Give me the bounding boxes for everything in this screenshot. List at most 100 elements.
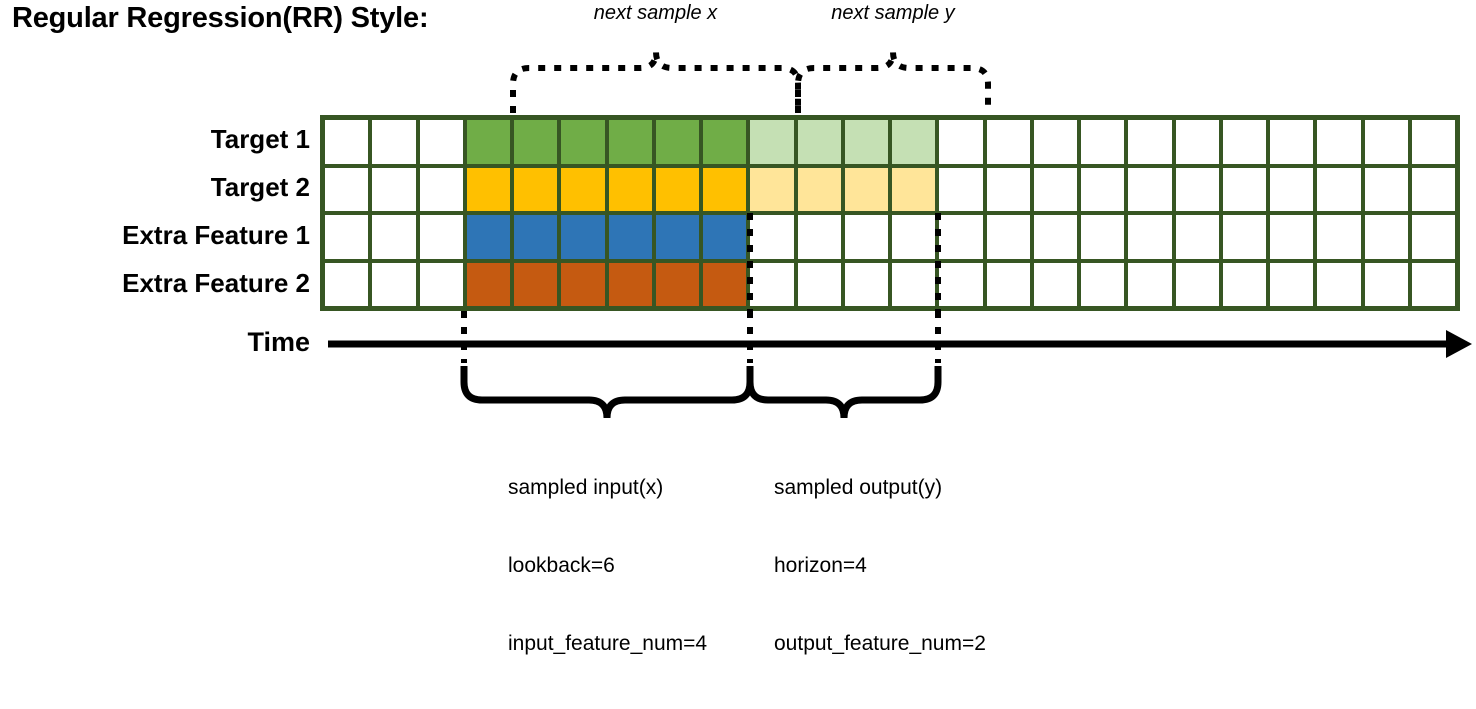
grid-cell bbox=[797, 167, 841, 211]
grid-cell bbox=[655, 167, 699, 211]
grid-cell bbox=[608, 167, 652, 211]
grid-cell bbox=[892, 167, 936, 211]
grid-cell bbox=[372, 215, 416, 259]
grid-cell bbox=[1081, 215, 1125, 259]
caption-input-line-1: sampled input(x) bbox=[508, 476, 664, 499]
grid-cell bbox=[1364, 262, 1408, 306]
caption-input-line-2: lookback=6 bbox=[508, 554, 615, 577]
grid-cell bbox=[1317, 167, 1361, 211]
grid-cell bbox=[561, 215, 605, 259]
grid-cell bbox=[986, 215, 1030, 259]
caption-output-line-1: sampled output(y) bbox=[774, 476, 943, 499]
grid-cell bbox=[986, 167, 1030, 211]
grid-cell bbox=[561, 262, 605, 306]
grid-cell bbox=[1317, 120, 1361, 164]
grid-cell bbox=[514, 262, 558, 306]
grid-cell bbox=[1175, 120, 1219, 164]
grid-cell bbox=[325, 120, 369, 164]
grid-cell bbox=[608, 120, 652, 164]
grid-cell bbox=[655, 262, 699, 306]
grid-cell bbox=[1081, 262, 1125, 306]
grid-cell bbox=[703, 215, 747, 259]
caption-output-line-2: horizon=4 bbox=[774, 554, 867, 577]
grid-cell bbox=[372, 167, 416, 211]
grid-cell bbox=[939, 262, 983, 306]
grid-cell bbox=[1270, 262, 1314, 306]
grid-cell bbox=[1364, 215, 1408, 259]
row-label-target-2: Target 2 bbox=[210, 172, 310, 202]
grid-cell bbox=[750, 167, 794, 211]
grid-row bbox=[325, 167, 1455, 211]
grid-row bbox=[325, 215, 1455, 259]
row-label-target-1: Target 1 bbox=[210, 124, 310, 154]
caption-sampled-output: sampled output(y) horizon=4 output_featu… bbox=[774, 423, 986, 709]
grid-cell bbox=[1222, 120, 1266, 164]
grid-cell bbox=[892, 120, 936, 164]
grid-cell bbox=[703, 167, 747, 211]
caption-output-line-3: output_feature_num=2 bbox=[774, 632, 986, 655]
grid-cell bbox=[797, 215, 841, 259]
caption-sampled-input: sampled input(x) lookback=6 input_featur… bbox=[508, 423, 707, 709]
grid-cell bbox=[750, 262, 794, 306]
grid-cell bbox=[1175, 215, 1219, 259]
next-sample-y-label: next sample y bbox=[831, 2, 955, 24]
grid-cell bbox=[325, 215, 369, 259]
grid-cell bbox=[703, 262, 747, 306]
grid-cell bbox=[1270, 167, 1314, 211]
grid-cell bbox=[655, 120, 699, 164]
brace-sampled-input bbox=[460, 366, 754, 419]
grid-cell bbox=[372, 120, 416, 164]
grid-cell bbox=[325, 262, 369, 306]
grid-cell bbox=[561, 120, 605, 164]
grid-cell bbox=[1222, 215, 1266, 259]
grid-cell bbox=[939, 215, 983, 259]
grid-cell bbox=[466, 167, 510, 211]
grid-cell bbox=[1270, 215, 1314, 259]
grid-cell bbox=[372, 262, 416, 306]
grid-cell bbox=[466, 262, 510, 306]
grid-cell bbox=[1175, 167, 1219, 211]
grid-cell bbox=[1364, 167, 1408, 211]
grid-cell bbox=[1033, 167, 1077, 211]
brace-sampled-output bbox=[746, 366, 942, 419]
grid-cell bbox=[844, 120, 888, 164]
grid-cell bbox=[466, 120, 510, 164]
grid-cell bbox=[797, 120, 841, 164]
grid-cell bbox=[892, 262, 936, 306]
diagram-canvas: Regular Regression(RR) Style: next sampl… bbox=[0, 2, 1472, 655]
grid-cell bbox=[750, 120, 794, 164]
grid-cell bbox=[419, 167, 463, 211]
grid-cell bbox=[1175, 262, 1219, 306]
grid-cell bbox=[419, 120, 463, 164]
grid-cell bbox=[986, 120, 1030, 164]
grid-cell bbox=[844, 262, 888, 306]
timeline-grid bbox=[320, 115, 1460, 311]
page-title: Regular Regression(RR) Style: bbox=[12, 2, 429, 34]
row-label-extra-feature-1: Extra Feature 1 bbox=[122, 220, 310, 250]
grid-row bbox=[325, 262, 1455, 306]
grid-cell bbox=[419, 262, 463, 306]
grid-cell bbox=[1270, 120, 1314, 164]
grid-cell bbox=[939, 167, 983, 211]
grid-cell bbox=[939, 120, 983, 164]
grid-cell bbox=[1317, 215, 1361, 259]
grid-cell bbox=[892, 215, 936, 259]
next-sample-x-label: next sample x bbox=[593, 2, 718, 24]
grid-cell bbox=[1128, 120, 1172, 164]
grid-cell bbox=[1033, 262, 1077, 306]
caption-input-line-3: input_feature_num=4 bbox=[508, 632, 708, 655]
grid-cell bbox=[1033, 215, 1077, 259]
row-label-extra-feature-2: Extra Feature 2 bbox=[122, 268, 310, 298]
grid-cell bbox=[655, 215, 699, 259]
grid-cell bbox=[750, 215, 794, 259]
time-axis-label: Time bbox=[247, 327, 310, 357]
grid-cell bbox=[1033, 120, 1077, 164]
grid-cell bbox=[797, 262, 841, 306]
grid-cell bbox=[325, 167, 369, 211]
row-label-list: Target 1 Target 2 Extra Feature 1 Extra … bbox=[0, 115, 310, 311]
grid-row bbox=[325, 120, 1455, 164]
grid-cell bbox=[1128, 262, 1172, 306]
brace-next-sample-x bbox=[510, 51, 801, 113]
grid-cell bbox=[1222, 262, 1266, 306]
grid-cell bbox=[561, 167, 605, 211]
